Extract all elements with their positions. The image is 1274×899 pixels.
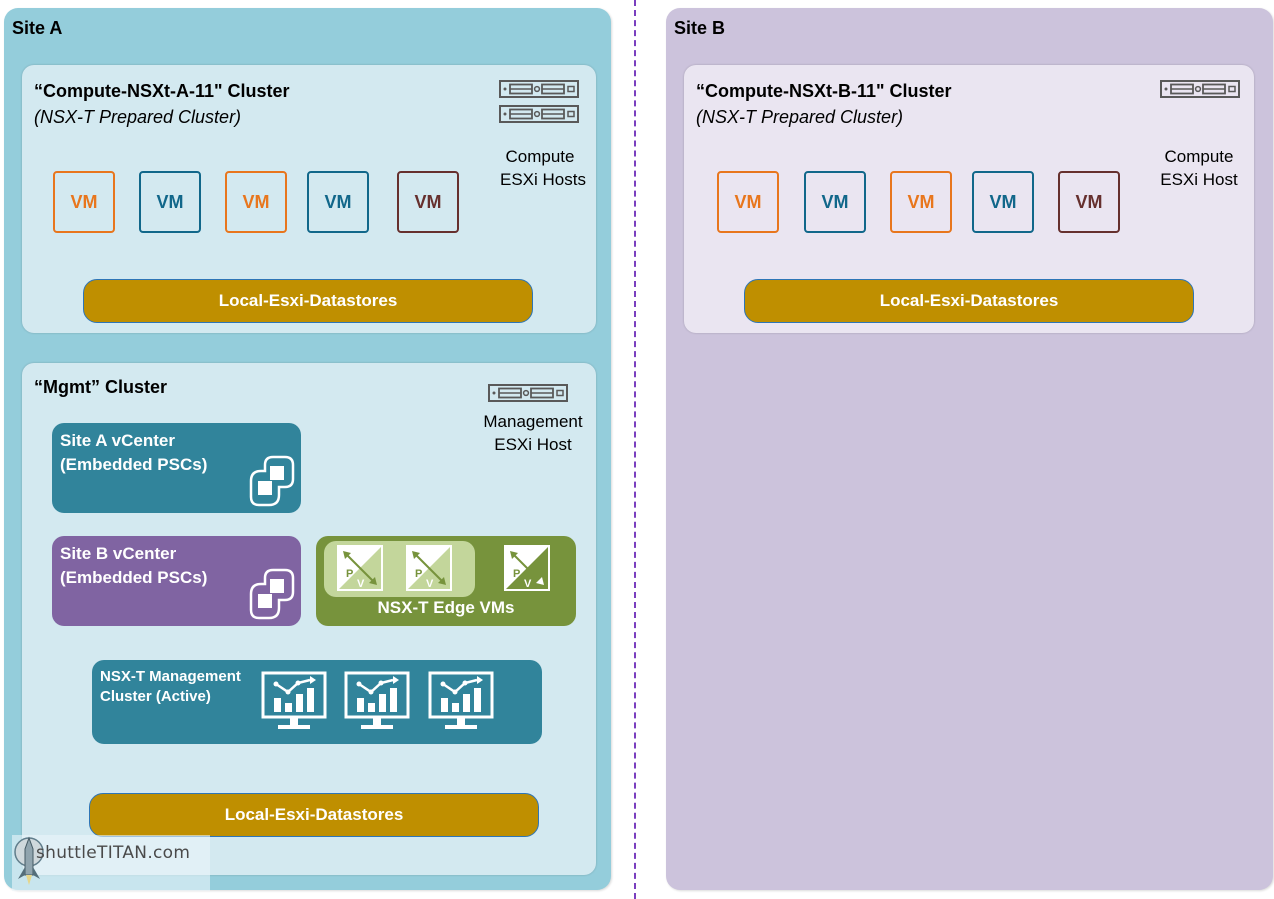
pv-edge-icon: P V — [406, 545, 452, 591]
pv-edge-icon: P V — [504, 545, 550, 591]
server-icon — [1160, 80, 1240, 98]
compute-cluster-b-subtitle: (NSX-T Prepared Cluster) — [696, 107, 904, 127]
host-label-line1: Compute — [505, 147, 575, 166]
host-label-line1: Management — [483, 412, 583, 431]
vm-box[interactable]: VM — [1058, 171, 1120, 233]
compute-cluster-b: “Compute-NSXt-B-11" Cluster (NSX-T Prepa… — [684, 65, 1254, 333]
compute-cluster-b-title: “Compute-NSXt-B-11" Cluster — [696, 81, 952, 101]
site-b-region: Site B “Compute-NSXt-B-11" Cluster (NSX-… — [666, 8, 1273, 890]
vcenter-b-title: Site B vCenter — [60, 544, 177, 563]
host-label-line2: ESXi Host — [1160, 170, 1238, 189]
nsx-t-management-cluster-card[interactable]: NSX-T Management Cluster (Active) — [92, 660, 542, 744]
host-label-line1: Compute — [1164, 147, 1234, 166]
compute-cluster-a-title: “Compute-NSXt-A-11" Cluster — [34, 81, 290, 101]
vm-box[interactable]: VM — [53, 171, 115, 233]
svg-text:V: V — [357, 578, 365, 590]
vcenter-icon — [241, 453, 297, 509]
mgmt-cluster: “Mgmt” Cluster Management ESXi Host Site… — [22, 363, 596, 875]
rocket-logo-icon — [14, 836, 44, 885]
management-host-label: Management ESXi Host — [478, 410, 588, 456]
nsx-mgmt-subtitle: Cluster (Active) — [100, 688, 211, 705]
mgmt-cluster-title: “Mgmt” Cluster — [34, 377, 168, 397]
site-divider-line — [634, 0, 636, 899]
vcenter-icon — [241, 566, 297, 622]
svg-text:V: V — [524, 578, 532, 590]
server-icon — [499, 105, 579, 123]
vcenter-a-subtitle: (Embedded PSCs) — [60, 455, 208, 474]
svg-text:P: P — [415, 568, 422, 580]
site-b-vcenter-card[interactable]: Site B vCenter (Embedded PSCs) — [52, 536, 301, 626]
vm-box[interactable]: VM — [972, 171, 1034, 233]
site-a-title: Site A — [12, 18, 63, 38]
compute-cluster-a: “Compute-NSXt-A-11" Cluster (NSX-T Prepa… — [22, 65, 596, 333]
monitor-chart-icon — [343, 670, 411, 732]
vm-box[interactable]: VM — [225, 171, 287, 233]
vcenter-b-text: Site B vCenter (Embedded PSCs) — [60, 542, 207, 590]
svg-text:V: V — [426, 578, 434, 590]
site-a-vcenter-card[interactable]: Site A vCenter (Embedded PSCs) — [52, 423, 301, 513]
vcenter-a-text: Site A vCenter (Embedded PSCs) — [60, 429, 207, 477]
vm-box[interactable]: VM — [397, 171, 459, 233]
vcenter-b-subtitle: (Embedded PSCs) — [60, 568, 208, 587]
monitor-chart-icon — [427, 670, 495, 732]
watermark: shuttleTITAN.com — [12, 835, 210, 891]
pv-edge-icon: P V — [337, 545, 383, 591]
vm-box[interactable]: VM — [307, 171, 369, 233]
compute-host-label: Compute ESXi Host — [1154, 145, 1244, 191]
edge-vms-label: NSX-T Edge VMs — [377, 598, 515, 617]
vm-box[interactable]: VM — [804, 171, 866, 233]
datastore-bar[interactable]: Local-Esxi-Datastores — [744, 279, 1194, 323]
svg-text:P: P — [513, 568, 520, 580]
vm-box[interactable]: VM — [717, 171, 779, 233]
vm-box[interactable]: VM — [139, 171, 201, 233]
datastore-bar[interactable]: Local-Esxi-Datastores — [89, 793, 539, 837]
nsx-mgmt-title: NSX-T Management — [100, 668, 241, 685]
compute-host-label: Compute ESXi Hosts — [500, 145, 586, 191]
vcenter-a-title: Site A vCenter — [60, 431, 175, 450]
vm-box[interactable]: VM — [890, 171, 952, 233]
site-b-title: Site B — [674, 18, 726, 38]
nsx-mgmt-text: NSX-T Management Cluster (Active) — [100, 667, 241, 707]
watermark-text: shuttleTITAN.com — [36, 843, 191, 863]
monitor-chart-icon — [260, 670, 328, 732]
server-icon — [488, 384, 568, 402]
server-icon — [499, 80, 579, 98]
datastore-bar[interactable]: Local-Esxi-Datastores — [83, 279, 533, 323]
nsx-edge-vms-card[interactable]: P V P V P V NSX-T Edge VMs — [316, 536, 576, 626]
svg-text:P: P — [346, 568, 353, 580]
site-a-region: Site A “Compute-NSXt-A-11" Cluster (NSX-… — [4, 8, 611, 890]
host-label-line2: ESXi Hosts — [500, 170, 586, 189]
host-label-line2: ESXi Host — [494, 435, 572, 454]
compute-cluster-a-subtitle: (NSX-T Prepared Cluster) — [34, 107, 242, 127]
